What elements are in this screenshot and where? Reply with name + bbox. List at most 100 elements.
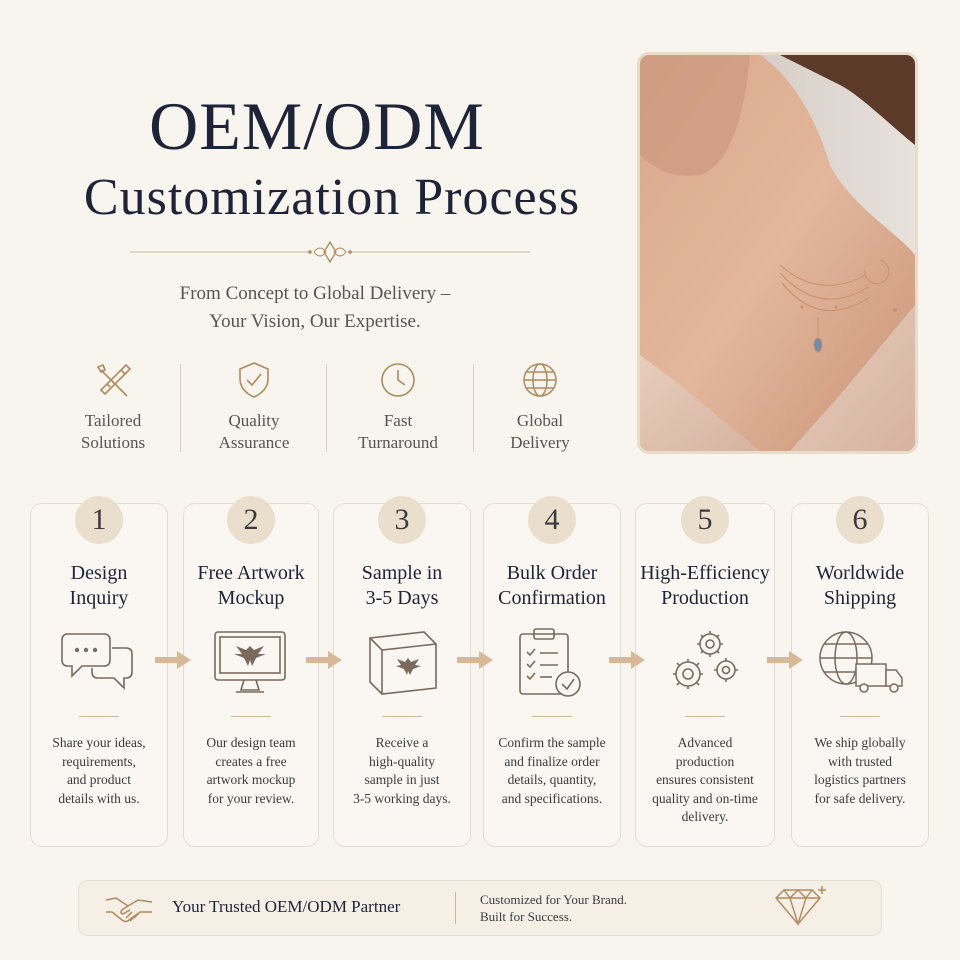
arrow-right-icon xyxy=(306,651,342,669)
step-title-line: Sample in xyxy=(361,562,443,584)
diamond-icon xyxy=(775,886,826,927)
step-description-1: Share your ideas, requirements, and prod… xyxy=(30,734,168,808)
step-number-6: 6 xyxy=(836,496,884,544)
step-title-line: Shipping xyxy=(823,587,897,609)
desc-line: and specifications. xyxy=(501,790,603,806)
step-title-line: Inquiry xyxy=(69,587,129,609)
handshake-icon xyxy=(105,897,153,923)
arrow-right-icon xyxy=(767,651,803,669)
arrow-right-icon xyxy=(609,651,645,669)
desc-line: for your review. xyxy=(207,790,295,806)
desc-line: Receive a xyxy=(375,735,429,750)
step-title-6: Worldwide Shipping xyxy=(791,561,929,611)
feature-label: Fast xyxy=(383,411,413,430)
chat-bubbles-icon xyxy=(61,633,133,690)
step-card-4 xyxy=(483,503,621,847)
step-title-line: Worldwide xyxy=(815,562,905,584)
clock-icon xyxy=(381,363,415,397)
step-number-1: 1 xyxy=(75,496,123,544)
clipboard-check-icon xyxy=(519,628,581,697)
step-title-5: High-Efficiency Production xyxy=(630,561,780,611)
step-divider xyxy=(79,716,119,717)
step-card-3 xyxy=(333,503,471,847)
step-title-line: Free Artwork xyxy=(197,562,305,584)
step-title-4: Bulk Order Confirmation xyxy=(480,561,624,611)
step-description-5: Advanced production ensures consistent q… xyxy=(635,734,775,827)
step-description-4: Confirm the sample and finalize order de… xyxy=(483,734,621,808)
desc-line: with trusted xyxy=(827,753,893,769)
globe-truck-icon xyxy=(819,631,903,693)
step-title-line: Production xyxy=(661,587,749,609)
desc-line: and product xyxy=(66,772,132,787)
step-title-line: Confirmation xyxy=(498,587,606,609)
desc-line: sample in just xyxy=(364,772,440,787)
step-divider xyxy=(231,716,271,717)
feature-divider xyxy=(473,364,474,452)
feature-quality-assurance: Quality Assurance xyxy=(189,360,319,454)
step-card-1 xyxy=(30,503,168,847)
feature-label: Global xyxy=(516,411,564,430)
step-title-line: Bulk Order xyxy=(506,562,598,584)
feature-label: Solutions xyxy=(80,433,146,452)
desc-line: high-quality xyxy=(369,753,435,769)
feature-label: Assurance xyxy=(218,433,290,452)
step-title-line: Design xyxy=(70,562,128,584)
feature-divider xyxy=(180,364,181,452)
monitor-icon xyxy=(214,631,286,693)
feature-label: Quality xyxy=(228,411,280,430)
desc-line: details with us. xyxy=(58,790,140,806)
desc-line: delivery. xyxy=(681,809,729,824)
footer-partner-text: Your Trusted OEM/ODM Partner xyxy=(172,897,401,916)
desc-line: logistics partners xyxy=(814,772,906,787)
arrow-right-icon xyxy=(457,651,493,669)
step-description-2: Our design team creates a free artwork m… xyxy=(183,734,319,808)
ornament-divider-icon xyxy=(130,240,530,264)
desc-line: We ship globally xyxy=(814,735,906,750)
step-divider xyxy=(685,716,725,717)
globe-icon xyxy=(523,363,557,397)
page-title: OEM/ODM xyxy=(149,88,485,164)
footer-divider xyxy=(455,892,456,924)
desc-line: artwork mockup xyxy=(206,772,296,787)
feature-global-delivery: Global Delivery xyxy=(475,360,605,454)
arrow-right-icon xyxy=(155,651,191,669)
footer-tagline-line: Built for Success. xyxy=(480,909,573,924)
feature-label: Turnaround xyxy=(358,433,438,452)
tagline-line2: Your Vision, Our Expertise. xyxy=(209,311,421,332)
shield-check-icon xyxy=(239,362,269,398)
gears-icon xyxy=(673,631,738,689)
step-divider xyxy=(840,716,880,717)
desc-line: ensures consistent xyxy=(656,772,754,787)
step-number-4: 4 xyxy=(528,496,576,544)
step-number-3: 3 xyxy=(378,496,426,544)
step-title-line: High-Efficiency xyxy=(640,562,770,584)
desc-line: for safe delivery. xyxy=(814,790,906,806)
desc-line: quality and on-time xyxy=(652,790,758,806)
page-subtitle-title: Customization Process xyxy=(83,169,581,226)
desc-line: 3-5 working days. xyxy=(353,790,451,806)
desc-line: production xyxy=(675,753,735,769)
step-divider xyxy=(382,716,422,717)
step-title-1: Design Inquiry xyxy=(30,561,168,611)
desc-line: requirements, xyxy=(62,753,136,769)
tagline-line1: From Concept to Global Delivery – xyxy=(179,283,451,304)
step-number-2: 2 xyxy=(227,496,275,544)
step-card-5 xyxy=(635,503,775,847)
step-divider xyxy=(532,716,572,717)
footer-tagline-line: Customized for Your Brand. xyxy=(480,892,627,907)
tools-icon xyxy=(96,363,132,397)
step-title-2: Free Artwork Mockup xyxy=(178,561,324,611)
desc-line: and finalize order xyxy=(504,753,600,769)
step-description-3: Receive a high-quality sample in just 3-… xyxy=(333,734,471,808)
tagline: From Concept to Global Delivery – Your V… xyxy=(100,280,530,336)
sample-box-icon xyxy=(369,631,437,695)
step-number-5: 5 xyxy=(681,496,729,544)
desc-line: creates a free xyxy=(215,753,287,769)
feature-label: Tailored xyxy=(84,411,142,430)
step-description-6: We ship globally with trusted logistics … xyxy=(791,734,929,808)
step-card-2 xyxy=(183,503,319,847)
feature-fast-turnaround: Fast Turnaround xyxy=(333,360,463,454)
step-title-line: Mockup xyxy=(217,587,285,609)
footer-tagline: Customized for Your Brand. Built for Suc… xyxy=(480,891,627,925)
desc-line: Our design team xyxy=(206,735,296,750)
